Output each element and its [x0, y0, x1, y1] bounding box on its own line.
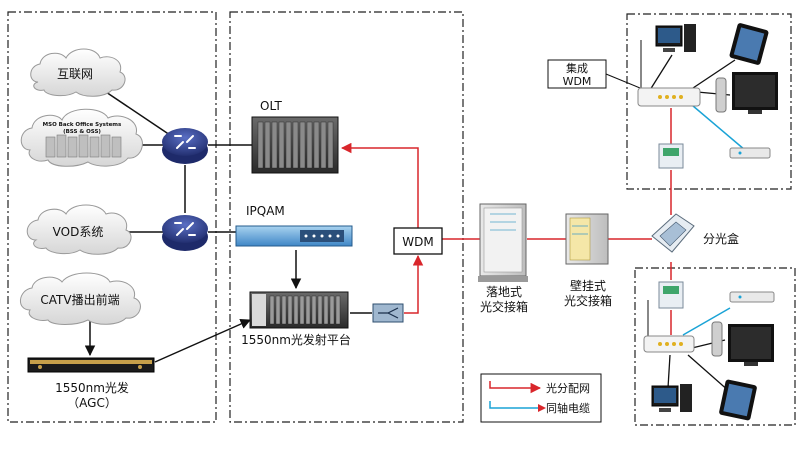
server-rack-icon — [45, 134, 122, 158]
transmitter-platform-device — [249, 291, 349, 329]
region-home-1 — [626, 13, 792, 190]
vod-label: VOD系统 — [53, 225, 104, 239]
optical-receiver-icon — [658, 281, 684, 309]
wall-cabinet — [565, 213, 609, 265]
optical-receiver-icon — [658, 143, 684, 169]
desktop-pc-icon — [655, 24, 696, 52]
transmitter-device — [27, 357, 155, 373]
wall-cabinet-label-2: 光交接箱 — [564, 293, 612, 308]
transmitter-label: 1550nm光发 — [55, 380, 129, 395]
mso-cloud: MSO Back Office Systems (BSS & OSS) — [20, 108, 143, 167]
platform-label: 1550nm光发射平台 — [241, 332, 351, 347]
internet-cloud: 互联网 — [30, 48, 126, 97]
tv-icon — [732, 72, 778, 114]
wall-cabinet-label-1: 壁挂式 — [570, 278, 606, 293]
catv-label: CATV播出前端 — [40, 292, 119, 307]
onu-modem-icon — [643, 300, 695, 353]
tablet-icon — [729, 23, 769, 65]
splitter-box-label: 分光盒 — [703, 231, 739, 246]
legend-coax-swatch — [489, 401, 540, 409]
vod-cloud: VOD系统 — [26, 204, 132, 255]
catv-cloud: CATV播出前端 — [20, 272, 141, 325]
region-home-2 — [634, 267, 796, 426]
optical-splitter-icon — [372, 303, 404, 323]
head-end-links — [84, 87, 372, 363]
remote-icon — [715, 77, 727, 113]
tablet-icon — [719, 379, 757, 421]
desktop-pc-icon — [651, 384, 692, 412]
remote-icon — [711, 321, 723, 357]
router-icon — [162, 128, 208, 164]
legend: 光分配网 同轴电缆 — [480, 373, 602, 423]
mso-label-line1: MSO Back Office Systems — [43, 122, 122, 128]
floor-cabinet-label-1: 落地式 — [486, 285, 522, 299]
wdm-center-label: WDM — [402, 235, 433, 249]
ipqam-device — [235, 225, 353, 247]
splitter-box — [651, 213, 695, 253]
coax-links — [682, 99, 746, 336]
internet-label: 互联网 — [57, 67, 93, 81]
home-links — [649, 54, 736, 393]
legend-coax-label: 同轴电缆 — [546, 401, 590, 415]
fiber-links — [340, 108, 672, 335]
agc-label: （AGC） — [67, 396, 117, 410]
mso-label-line2: (BSS & OSS) — [63, 129, 101, 135]
floor-cabinet — [478, 203, 528, 282]
region-central-office — [229, 11, 464, 423]
integrated-label-1: 集成 — [566, 61, 588, 75]
router-icon — [162, 215, 208, 251]
ipqam-label: IPQAM — [246, 204, 285, 218]
set-top-box-icon — [729, 291, 775, 303]
floor-cabinet-label-2: 光交接箱 — [480, 299, 528, 314]
onu-modem-icon — [637, 40, 701, 107]
legend-fiber-label: 光分配网 — [546, 381, 590, 395]
wdm-center-box: WDM — [393, 227, 443, 255]
olt-chassis — [251, 116, 339, 174]
region-head-end — [7, 11, 217, 423]
legend-fiber-swatch — [489, 381, 542, 394]
integrated-wdm-callout: 集成 WDM — [547, 59, 641, 89]
olt-label: OLT — [260, 99, 282, 113]
set-top-box-icon — [729, 147, 771, 159]
tv-icon — [728, 324, 774, 366]
integrated-label-2: WDM — [563, 75, 592, 88]
